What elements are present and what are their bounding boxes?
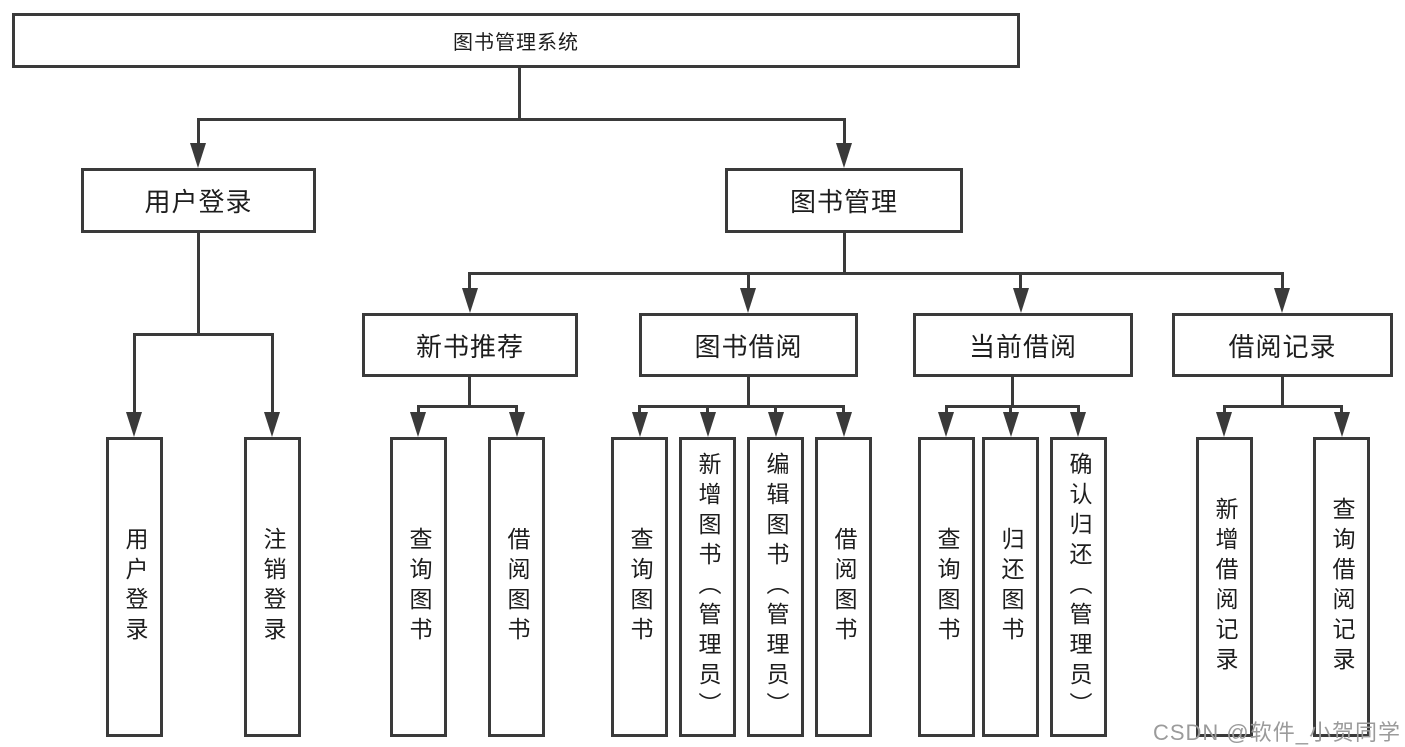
connector-hline (1223, 405, 1342, 408)
connector-vline (1011, 377, 1014, 407)
node-book-management: 图书管理 (725, 168, 963, 233)
leaf-current-confirm-return-admin: 确认归还（管理员） (1050, 437, 1107, 737)
node-label: 借阅图书 (504, 527, 530, 647)
connector-vline (842, 405, 845, 416)
arrow-down-icon (190, 143, 206, 168)
node-label: 新书推荐 (415, 331, 524, 362)
node-label: 新增图书（管理员） (695, 452, 721, 722)
node-label: 查询借阅记录 (1329, 497, 1355, 677)
arrow-down-icon (836, 412, 852, 437)
node-label: 查询图书 (934, 527, 960, 647)
connector-hline (945, 405, 1079, 408)
node-label: 新增借阅记录 (1212, 497, 1238, 677)
node-label: 编辑图书（管理员） (763, 452, 789, 722)
connector-vline (1223, 405, 1226, 416)
node-label: 借阅图书 (831, 527, 857, 647)
connector-vline (1077, 405, 1080, 416)
connector-vline (1009, 405, 1012, 416)
node-book-borrow: 图书借阅 (639, 313, 858, 377)
connector-vline (197, 118, 200, 147)
leaf-records-add-record: 新增借阅记录 (1196, 437, 1253, 737)
leaf-borrow-query-book: 查询图书 (611, 437, 668, 737)
node-label: 确认归还（管理员） (1066, 452, 1092, 722)
arrow-down-icon (700, 412, 716, 437)
node-label: 归还图书 (998, 527, 1024, 647)
connector-vline (1340, 405, 1343, 416)
connector-vline (518, 68, 521, 121)
connector-hline (638, 405, 845, 408)
arrow-down-icon (462, 288, 478, 313)
arrow-down-icon (1003, 412, 1019, 437)
node-label: 用户登录 (122, 527, 148, 647)
connector-hline (197, 118, 846, 121)
connector-vline (706, 405, 709, 416)
arrow-down-icon (1334, 412, 1350, 437)
connector-vline (774, 405, 777, 416)
arrow-down-icon (1274, 288, 1290, 313)
node-label: 查询图书 (406, 527, 432, 647)
node-current-borrow: 当前借阅 (913, 313, 1133, 377)
connector-vline (638, 405, 641, 416)
leaf-recommend-query-book: 查询图书 (390, 437, 447, 737)
connector-vline (468, 377, 471, 407)
node-label: 借阅记录 (1228, 331, 1337, 362)
leaf-recommend-borrow-book: 借阅图书 (488, 437, 545, 737)
connector-hline (469, 272, 1284, 275)
node-new-book-recommend: 新书推荐 (362, 313, 578, 377)
leaf-borrow-borrow-book: 借阅图书 (815, 437, 872, 737)
csdn-watermark: CSDN @软件_小贺同学 (1152, 720, 1401, 745)
node-label: 当前借阅 (968, 331, 1077, 362)
connector-vline (747, 272, 750, 292)
arrow-down-icon (410, 412, 426, 437)
leaf-user-login: 用户登录 (106, 437, 163, 737)
node-label: 图书管理系统 (453, 32, 579, 54)
arrow-down-icon (1013, 288, 1029, 313)
node-label: 注销登录 (260, 527, 286, 647)
arrow-down-icon (768, 412, 784, 437)
arrow-down-icon (632, 412, 648, 437)
node-library-management-system: 图书管理系统 (12, 13, 1020, 68)
leaf-current-return-book: 归还图书 (982, 437, 1039, 737)
connector-hline (417, 405, 518, 408)
leaf-logout: 注销登录 (244, 437, 301, 737)
connector-vline (197, 233, 200, 335)
arrow-down-icon (938, 412, 954, 437)
node-user-login: 用户登录 (81, 168, 316, 233)
arrow-down-icon (264, 412, 280, 437)
leaf-records-query-record: 查询借阅记录 (1313, 437, 1370, 737)
connector-vline (1019, 272, 1022, 292)
connector-vline (1281, 377, 1284, 407)
connector-vline (515, 405, 518, 416)
node-borrow-records: 借阅记录 (1172, 313, 1393, 377)
node-label: 图书借阅 (694, 331, 803, 362)
connector-vline (843, 118, 846, 147)
leaf-borrow-add-book-admin: 新增图书（管理员） (679, 437, 736, 737)
arrow-down-icon (1216, 412, 1232, 437)
arrow-down-icon (509, 412, 525, 437)
connector-vline (1281, 272, 1284, 292)
arrow-down-icon (836, 143, 852, 168)
arrow-down-icon (1070, 412, 1086, 437)
node-label: 用户登录 (144, 187, 253, 217)
arrow-down-icon (126, 412, 142, 437)
connector-vline (133, 333, 136, 414)
leaf-current-query-book: 查询图书 (918, 437, 975, 737)
node-label: 查询图书 (627, 527, 653, 647)
connector-vline (747, 377, 750, 407)
connector-vline (417, 405, 420, 416)
connector-vline (843, 233, 846, 274)
arrow-down-icon (740, 288, 756, 313)
connector-vline (468, 272, 471, 292)
connector-hline (133, 333, 274, 336)
leaf-borrow-edit-book-admin: 编辑图书（管理员） (747, 437, 804, 737)
connector-vline (271, 333, 274, 414)
connector-vline (945, 405, 948, 416)
node-label: 图书管理 (789, 187, 898, 217)
